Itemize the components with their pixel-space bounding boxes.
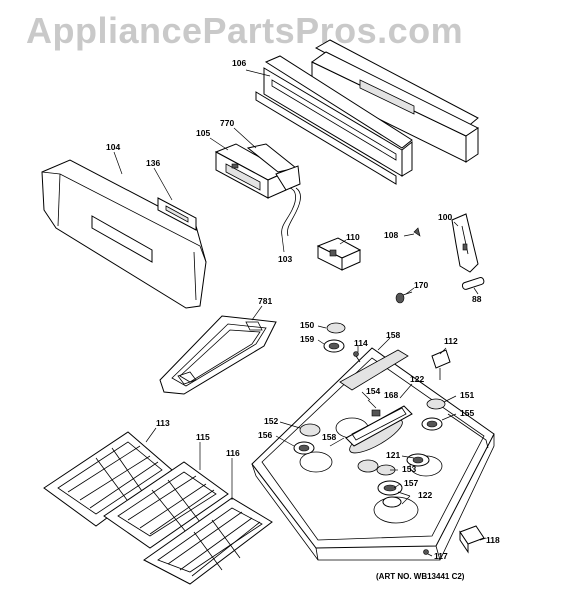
burner-caps [293,322,446,508]
label-781: 781 [258,296,272,306]
knob-clip [461,277,485,290]
label-122b: 122 [418,490,432,500]
label-770: 770 [220,118,234,128]
label-159: 159 [300,334,314,344]
label-136: 136 [146,158,160,168]
label-153: 153 [402,464,416,474]
label-151: 151 [460,390,474,400]
art-number: (ART NO. WB13441 C2) [376,572,465,581]
touchpad-overlay [157,197,197,231]
label-121: 121 [386,450,400,460]
label-108: 108 [384,230,398,240]
label-122a: 122 [410,374,424,384]
label-157: 157 [404,478,418,488]
label-104: 104 [106,142,120,152]
harness-bracket [281,187,301,237]
label-112: 112 [444,336,458,346]
label-88: 88 [472,294,482,304]
electronic-control [214,143,288,199]
control-panel [41,159,207,309]
label-113: 113 [156,418,170,428]
label-110: 110 [346,232,360,242]
watermark: AppliancePartsPros.com [26,10,464,51]
grate-center [103,461,229,549]
label-116: 116 [226,448,240,458]
label-155: 155 [460,408,474,418]
screw-170 [395,291,413,304]
end-cap [451,213,479,273]
label-158b: 158 [322,432,336,442]
label-117: 117 [434,551,448,561]
label-118: 118 [486,535,500,545]
label-115: 115 [196,432,210,442]
screw-114 [353,351,361,363]
leader-lines [113,69,487,557]
screw-108 [413,227,421,237]
label-152: 152 [264,416,278,426]
cooktop [251,347,495,561]
label-103: 103 [278,254,292,264]
label-106: 106 [232,58,246,68]
label-150: 150 [300,320,314,330]
label-100: 100 [438,212,452,222]
grate-right [143,497,273,585]
label-105: 105 [196,128,210,138]
leveling-leg [459,525,485,554]
label-158a: 158 [386,330,400,340]
label-156: 156 [258,430,272,440]
ignitor-switch [431,349,451,380]
switch-assembly [316,237,362,271]
label-170: 170 [414,280,428,290]
label-154: 154 [366,386,380,396]
part-labels: 106 104 136 105 770 103 110 108 100 170 … [106,58,500,581]
backguard-assembly [255,39,479,185]
control-bracket [246,143,301,191]
griddle [159,315,277,395]
label-168: 168 [384,390,398,400]
screw-117 [423,549,429,555]
oval-burner [339,349,413,447]
label-114: 114 [354,338,368,348]
